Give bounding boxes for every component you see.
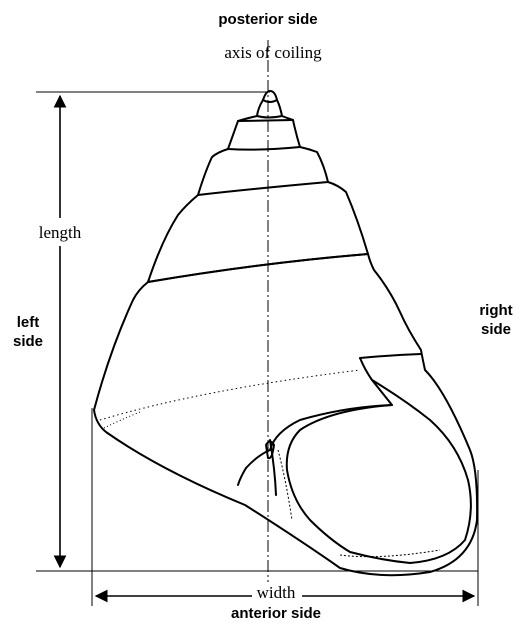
anterior-side-label: anterior side <box>231 605 321 622</box>
shell-outline <box>94 91 477 575</box>
posterior-side-label: posterior side <box>218 11 317 28</box>
length-label: length <box>39 223 82 242</box>
right-side-label-line2: side <box>481 321 511 338</box>
left-side-label-line2: side <box>13 333 43 350</box>
axis-of-coiling-label: axis of coiling <box>224 43 322 62</box>
left-side-label-line1: left <box>17 314 40 331</box>
width-label: width <box>257 583 296 602</box>
right-side-label-line1: right <box>479 302 512 319</box>
